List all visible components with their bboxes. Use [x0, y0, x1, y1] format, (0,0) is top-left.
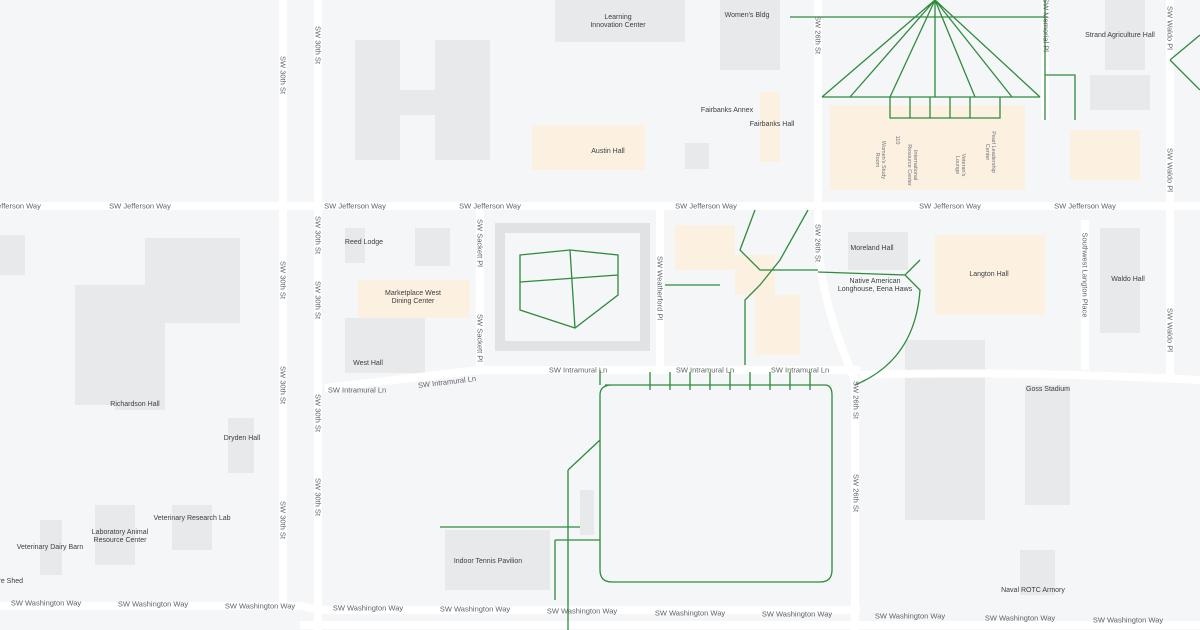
street-30th-st: SW 30th St: [278, 366, 288, 404]
label-langton-hall[interactable]: Langton Hall: [969, 271, 1009, 278]
street-jefferson-way: SW Jefferson Way: [109, 201, 171, 211]
street-washington-way: SW Washington Way: [332, 603, 404, 613]
street-30th-st: SW 30th St: [313, 216, 323, 254]
street-washington-way: SW Washington Way: [546, 606, 618, 616]
street-30th-st: SW 30th St: [278, 261, 288, 299]
label-lab-animal-resource-center[interactable]: Laboratory Animal Resource Center: [91, 529, 149, 544]
label-dryden-hall[interactable]: Dryden Hall: [223, 435, 261, 442]
label-fairbanks-annex[interactable]: Fairbanks Annex: [700, 107, 754, 114]
street-sackett-pl: SW Sackett Pl: [475, 314, 485, 362]
street-30th-st: SW 30th St: [313, 26, 323, 64]
label-womens-study-room[interactable]: Women's Study Room: [874, 140, 886, 180]
street-intramural-ln: SW Intramural Ln: [327, 385, 387, 395]
street-washington-way: SW Washington Way: [117, 599, 189, 609]
street-30th-st: SW 30th St: [313, 281, 323, 319]
street-waldo-pl: SW Waldo Pl: [1165, 308, 1175, 352]
street-intramural-ln: SW Intramural Ln: [770, 365, 830, 375]
street-jefferson-way: SW Jefferson Way: [675, 201, 737, 211]
street-weatherford-pl: SW Weatherford Pl: [655, 255, 665, 321]
label-moreland-hall[interactable]: Moreland Hall: [850, 245, 894, 252]
label-indoor-tennis-pavilion[interactable]: Indoor Tennis Pavilion: [453, 558, 523, 565]
quad: [495, 223, 650, 351]
label-veterans-lounge[interactable]: Veteran's Lounge: [954, 153, 966, 177]
label-womens-bldg[interactable]: Women's Bldg: [724, 12, 770, 19]
label-manure-shed[interactable]: Manure Shed: [0, 578, 24, 585]
street-sackett-pl: SW Sackett Pl: [475, 219, 485, 267]
street-jefferson-way: SW Jefferson Way: [919, 201, 981, 211]
street-26th-st: SW 26th St: [851, 381, 861, 419]
label-austin-hall[interactable]: Austin Hall: [591, 148, 625, 155]
street-intramural-ln: SW Intramural Ln: [548, 365, 608, 375]
label-pearl-leadership-center[interactable]: Pearl Leadership Center: [984, 131, 996, 173]
street-washington-way: SW Washington Way: [1092, 615, 1164, 625]
label-veterinary-research-lab[interactable]: Veterinary Research Lab: [153, 515, 231, 522]
street-30th-st: SW 30th St: [313, 478, 323, 516]
street-26th-st: SW 26th St: [813, 224, 823, 262]
label-waldo-hall[interactable]: Waldo Hall: [1111, 276, 1145, 283]
label-richardson-hall[interactable]: Richardson Hall: [110, 401, 160, 408]
buildings-tan: [358, 92, 1140, 355]
street-langton-place: Southwest Langton Place: [1080, 232, 1090, 318]
street-26th-st: SW 26th St: [851, 474, 861, 512]
street-30th-st: SW 30th St: [278, 56, 288, 94]
street-washington-way: SW Washington Way: [874, 611, 946, 621]
street-washington-way: SW Washington Way: [984, 613, 1056, 623]
label-fairbanks-hall[interactable]: Fairbanks Hall: [749, 121, 795, 128]
street-jefferson-way: SW Jefferson Way: [0, 201, 41, 211]
label-marketplace-west[interactable]: Marketplace West Dining Center: [385, 290, 441, 305]
street-washington-way: SW Washington Way: [761, 609, 833, 619]
street-jefferson-way: SW Jefferson Way: [459, 201, 521, 211]
street-waldo-pl: SW Waldo Pl: [1165, 6, 1175, 50]
label-west-hall[interactable]: West Hall: [353, 360, 383, 367]
street-washington-way: SW Washington Way: [654, 608, 726, 618]
label-veterinary-dairy-barn[interactable]: Veterinary Dairy Barn: [16, 544, 84, 551]
street-30th-st: SW 30th St: [278, 501, 288, 539]
street-washington-way: SW Washington Way: [224, 601, 296, 611]
label-learning-innovation-center[interactable]: Learning Innovation Center: [590, 14, 646, 29]
street-memorial-pl: SW Memorial Pl: [1041, 0, 1051, 52]
street-jefferson-way: SW Jefferson Way: [324, 201, 386, 211]
street-intramural-ln: SW Intramural Ln: [675, 365, 735, 375]
street-26th-st: SW 26th St: [813, 16, 823, 54]
label-native-american-longhouse[interactable]: Native American Longhouse, Eena Haws: [837, 278, 913, 293]
street-washington-way: SW Washington Way: [10, 598, 82, 608]
street-jefferson-way: SW Jefferson Way: [1054, 201, 1116, 211]
label-reed-lodge[interactable]: Reed Lodge: [344, 239, 384, 246]
label-naval-rotc-armory[interactable]: Naval ROTC Armory: [1001, 587, 1065, 594]
footpaths: [440, 0, 1200, 630]
street-30th-st: SW 30th St: [313, 394, 323, 432]
label-goss-stadium[interactable]: Goss Stadium: [1026, 386, 1070, 393]
label-strand-agriculture-hall[interactable]: Strand Agriculture Hall: [1085, 32, 1155, 39]
label-international-resource-center[interactable]: International Resource Center: [906, 144, 918, 186]
label-110[interactable]: 110: [894, 135, 900, 145]
street-washington-way: SW Washington Way: [439, 604, 511, 614]
street-waldo-pl: SW Waldo Pl: [1165, 148, 1175, 192]
